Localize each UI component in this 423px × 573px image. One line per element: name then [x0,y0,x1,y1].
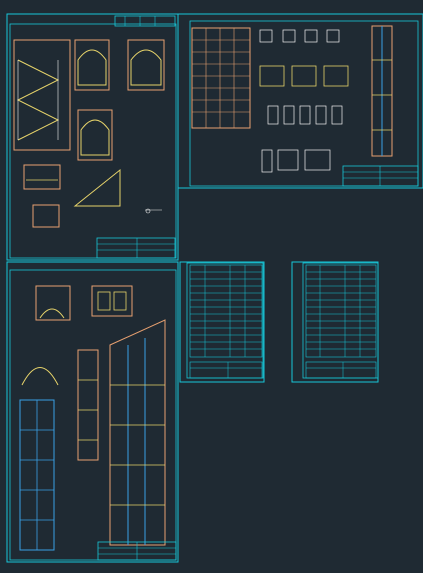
sheet-mid-table-b [291,261,379,383]
sheet-top-right [177,13,423,189]
sheet-mid-table-a [179,261,265,383]
sheet-top-left [6,13,179,261]
sheet-bottom-left [6,261,179,563]
